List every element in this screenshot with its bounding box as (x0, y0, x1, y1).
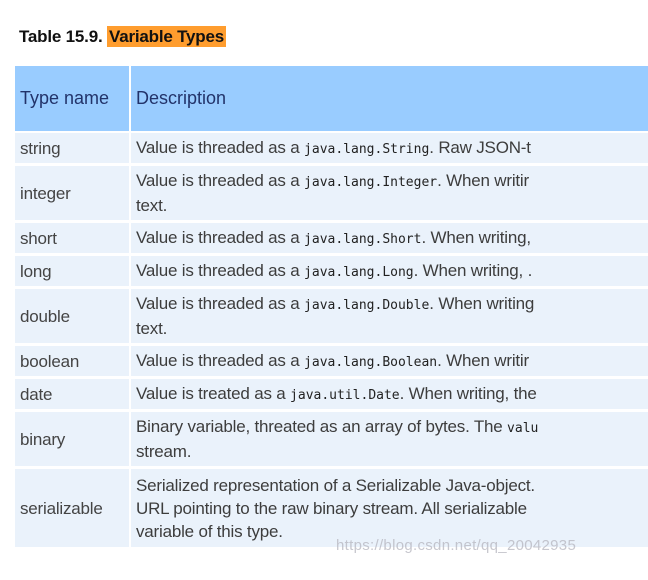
description-text-before: text. (136, 196, 168, 215)
cell-description: Value is treated as a java.util.Date. Wh… (130, 377, 648, 412)
cell-description: Value is threaded as a java.lang.Boolean… (130, 344, 648, 379)
cell-description: Value is threaded as a java.lang.Double.… (130, 287, 648, 346)
description-text-before: Value is threaded as a (136, 137, 305, 157)
description-text-before: variable of this type. (136, 521, 283, 541)
description-text-before: Binary variable, threated as an array of… (136, 417, 508, 436)
description-line: Value is threaded as a java.lang.Boolean… (136, 349, 648, 374)
description-code-class: java.lang.Long (304, 264, 414, 280)
description-line: Value is threaded as a java.lang.Double.… (136, 292, 648, 317)
cell-description: Binary variable, threated as an array of… (130, 410, 648, 469)
description-text-after: . Raw JSON-t (429, 137, 531, 157)
cell-type-name: short (15, 221, 131, 256)
description-code-class: java.lang.Integer (304, 175, 438, 190)
description-line: Binary variable, threated as an array of… (136, 415, 648, 440)
description-text-before: Value is threaded as a (136, 350, 305, 370)
cell-type-name: date (15, 377, 131, 412)
description-text-before: Value is treated as a (136, 383, 291, 403)
cell-type-name: binary (15, 410, 131, 469)
description-text-after: . When writing (429, 294, 535, 313)
header-description: Description (130, 66, 648, 133)
description-text-before: text. (136, 319, 168, 338)
header-type-name: Type name (15, 66, 131, 133)
cell-type-name: double (15, 287, 131, 346)
description-line: Value is threaded as a java.lang.Integer… (136, 169, 648, 194)
description-code-class: valu (507, 421, 539, 436)
description-code-class: java.lang.Boolean (304, 354, 438, 370)
description-text-before: URL pointing to the raw binary stream. A… (136, 498, 527, 518)
cell-type-name: boolean (15, 344, 131, 379)
description-text-after: . When writing, . (413, 260, 533, 280)
cell-type-name: serializable (15, 467, 131, 550)
description-text-before: Value is threaded as a (136, 227, 305, 247)
description-line: text. (136, 317, 648, 340)
cell-description: Value is threaded as a java.lang.Long. W… (130, 254, 648, 289)
description-text-after: . When writing, the (399, 383, 537, 403)
caption-prefix: Table 15.9. (19, 27, 107, 46)
table-row: binary Binary variable, threated as an ar… (15, 410, 648, 469)
caption-highlight: Variable Types (107, 26, 227, 47)
watermark-text: https://blog.csdn.net/qq_20042935 (336, 537, 577, 554)
cell-type-name: integer (15, 164, 131, 223)
cell-type-name: long (15, 254, 131, 289)
cell-description: Value is threaded as a java.lang.Short. … (130, 221, 648, 256)
description-text-after: . When writir (437, 350, 529, 370)
cell-description: Value is threaded as a java.lang.String.… (130, 132, 648, 166)
description-text-before: stream. (136, 442, 192, 461)
description-line: Value is threaded as a java.lang.Short. … (136, 226, 648, 251)
description-text-before: Value is threaded as a (136, 171, 305, 190)
description-line: Value is threaded as a java.lang.Long. W… (136, 259, 648, 284)
description-code-class: java.util.Date (290, 387, 400, 403)
description-text-after: . When writir (437, 171, 529, 190)
description-code-class: java.lang.Double (304, 298, 430, 313)
description-text-before: Value is threaded as a (136, 260, 305, 280)
cell-description: Value is threaded as a java.lang.Integer… (130, 164, 648, 223)
table-header-row: Type name Description (15, 66, 648, 133)
description-text-after: . When writing, (421, 227, 531, 247)
description-code-class: java.lang.String (304, 141, 430, 157)
description-line: Serialized representation of a Serializa… (136, 474, 648, 497)
description-text-before: Value is threaded as a (136, 294, 305, 313)
description-code-class: java.lang.Short (304, 231, 422, 247)
description-text-before: Serialized representation of a Serializa… (136, 475, 535, 495)
description-line: text. (136, 194, 648, 217)
description-line: stream. (136, 440, 648, 463)
cell-type-name: string (15, 132, 131, 166)
description-line: Value is treated as a java.util.Date. Wh… (136, 382, 648, 407)
table-caption: Table 15.9. Variable Types (19, 26, 227, 47)
description-line: Value is threaded as a java.lang.String.… (136, 136, 648, 161)
cell-description: Serialized representation of a Serializa… (130, 467, 648, 550)
description-line: variable of this type. (136, 520, 648, 543)
description-line: URL pointing to the raw binary stream. A… (136, 497, 648, 520)
